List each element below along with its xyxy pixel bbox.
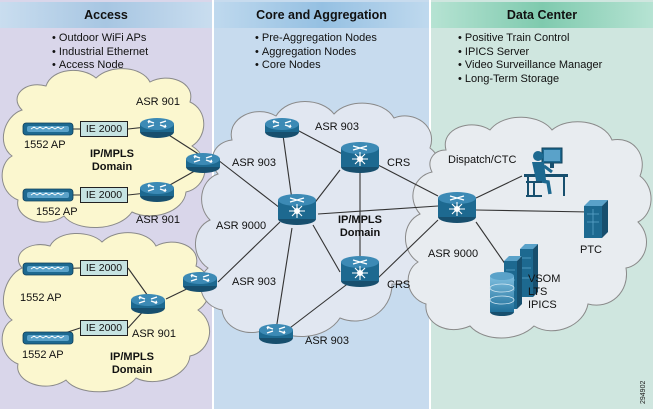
domain-label: IP/MPLS Domain bbox=[82, 148, 142, 174]
domain-label-line: IP/MPLS bbox=[109, 351, 154, 363]
access-header: Access bbox=[84, 8, 128, 22]
domain-label-line: IP/MPLS bbox=[337, 214, 382, 226]
storage-icon bbox=[489, 244, 538, 316]
multilayer-switch-icon bbox=[340, 141, 380, 174]
vsom-label: VSOM bbox=[528, 273, 561, 285]
ipics-label: IPICS bbox=[528, 299, 557, 311]
datacenter-bullet: Positive Train Control bbox=[458, 32, 602, 46]
access-bullets: Outdoor WiFi APs Industrial Ethernet Acc… bbox=[52, 32, 148, 73]
core-bullet: Pre-Aggregation Nodes bbox=[255, 32, 377, 46]
core-header: Core and Aggregation bbox=[256, 8, 387, 22]
workstation-icon bbox=[524, 147, 568, 197]
core-cloud bbox=[195, 101, 443, 337]
core-bullets: Pre-Aggregation Nodes Aggregation Nodes … bbox=[255, 32, 377, 73]
ie2000-box: IE 2000 bbox=[80, 121, 128, 137]
ap-label: 1552 AP bbox=[20, 292, 62, 304]
access-point-icon bbox=[22, 331, 74, 345]
ie2000-box: IE 2000 bbox=[80, 187, 128, 203]
core-bullet: Aggregation Nodes bbox=[255, 46, 377, 60]
datacenter-bullets: Positive Train Control IPICS Server Vide… bbox=[458, 32, 602, 86]
switch-label: ASR 9000 bbox=[216, 220, 267, 232]
switch-label: ASR 9000 bbox=[428, 248, 479, 260]
datacenter-bullet: Long-Term Storage bbox=[458, 73, 602, 87]
access-bullet: Industrial Ethernet bbox=[52, 46, 148, 60]
multilayer-switch-icon bbox=[437, 191, 477, 224]
router-icon bbox=[182, 271, 218, 293]
ap-label: 1552 AP bbox=[36, 206, 78, 218]
ap-label: 1552 AP bbox=[22, 349, 64, 361]
dispatch-label: Dispatch/CTC bbox=[448, 154, 517, 166]
server-icon bbox=[584, 200, 608, 238]
ptc-label: PTC bbox=[580, 244, 602, 256]
domain-label-line: Domain bbox=[111, 364, 153, 376]
domain-label-line: Domain bbox=[339, 227, 381, 239]
router-label: ASR 903 bbox=[232, 157, 277, 169]
domain-label-line: IP/MPLS bbox=[89, 148, 134, 160]
datacenter-bullet: IPICS Server bbox=[458, 46, 602, 60]
access-bullet: Access Node bbox=[52, 59, 148, 73]
domain-label: IP/MPLS Domain bbox=[102, 351, 162, 377]
router-icon bbox=[185, 152, 221, 174]
multilayer-switch-icon bbox=[277, 193, 317, 226]
router-icon bbox=[264, 117, 300, 139]
router-label: ASR 901 bbox=[136, 214, 181, 226]
router-icon bbox=[139, 117, 175, 139]
figure-id: 294902 bbox=[640, 380, 647, 404]
router-icon bbox=[139, 181, 175, 203]
datacenter-header-bar bbox=[431, 2, 653, 28]
ie2000-box: IE 2000 bbox=[80, 320, 128, 336]
datacenter-header: Data Center bbox=[506, 8, 578, 22]
ie2000-box: IE 2000 bbox=[80, 260, 128, 276]
access-point-icon bbox=[22, 262, 74, 276]
access-point-icon bbox=[22, 188, 74, 202]
router-label: ASR 901 bbox=[132, 328, 177, 340]
core-bullet: Core Nodes bbox=[255, 59, 377, 73]
access-header-bar bbox=[0, 2, 212, 28]
switch-label: CRS bbox=[387, 157, 411, 169]
switch-label: CRS bbox=[387, 279, 411, 291]
access-bullet: Outdoor WiFi APs bbox=[52, 32, 148, 46]
domain-label: IP/MPLS Domain bbox=[330, 214, 390, 240]
datacenter-cloud bbox=[405, 116, 652, 339]
router-label: ASR 901 bbox=[136, 96, 181, 108]
domain-label-line: Domain bbox=[91, 161, 133, 173]
router-icon bbox=[130, 293, 166, 315]
multilayer-switch-icon bbox=[340, 255, 380, 288]
router-label: ASR 903 bbox=[305, 335, 350, 347]
lts-label: LTS bbox=[528, 286, 548, 298]
router-label: ASR 903 bbox=[315, 121, 360, 133]
ap-label: 1552 AP bbox=[24, 139, 66, 151]
router-icon bbox=[258, 323, 294, 345]
core-header-bar bbox=[214, 2, 429, 28]
access-point-icon bbox=[22, 122, 74, 136]
router-label: ASR 903 bbox=[232, 276, 277, 288]
datacenter-bullet: Video Surveillance Manager bbox=[458, 59, 602, 73]
